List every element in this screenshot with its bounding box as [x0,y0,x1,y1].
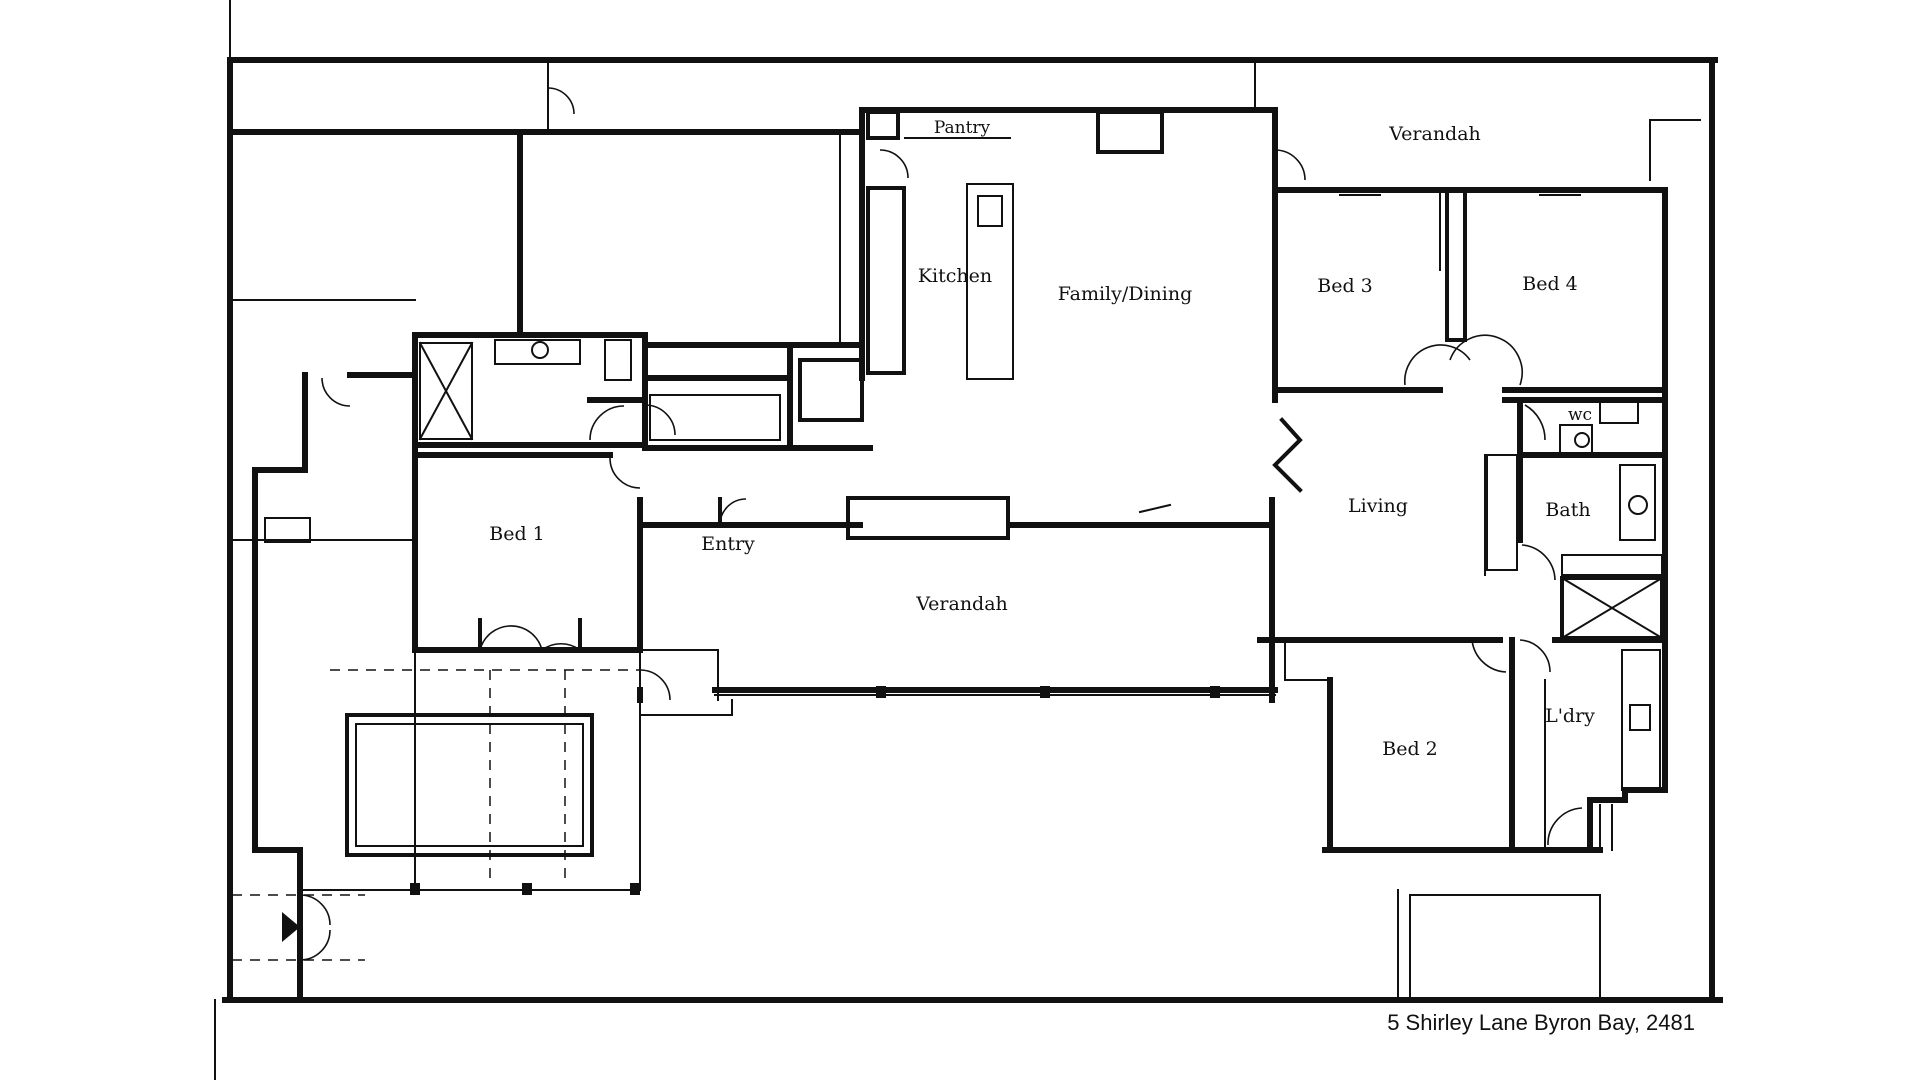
label-laundry: L'dry [1545,705,1595,727]
label-bed3: Bed 3 [1317,275,1373,297]
label-bed4: Bed 4 [1522,273,1578,295]
label-kitchen: Kitchen [918,265,992,287]
property-address: 5 Shirley Lane Byron Bay, 2481 [1387,1010,1695,1035]
label-family-dining: Family/Dining [1058,283,1193,305]
label-bath: Bath [1545,499,1590,521]
label-wc: wc [1568,405,1592,425]
family-dining [1254,59,1306,703]
parking-pad [1397,889,1601,1001]
east-wing [1257,397,1668,853]
label-verandah-main: Verandah [915,593,1008,615]
bedrooms-3-4 [1272,187,1668,403]
label-bed2: Bed 2 [1382,738,1438,760]
site-boundary [214,0,1723,1080]
ensuite-cluster [412,332,793,451]
top-left-court [227,59,865,541]
label-living: Living [1348,495,1408,517]
label-entry: Entry [701,533,755,555]
kitchen-block [647,107,1278,451]
bed1-wing [252,372,643,1003]
label-pantry: Pantry [934,118,991,138]
entry-verandah [637,496,1278,891]
label-bed1: Bed 1 [489,523,545,545]
pool-courtyard [232,649,641,961]
label-verandah-top: Verandah [1388,123,1481,145]
